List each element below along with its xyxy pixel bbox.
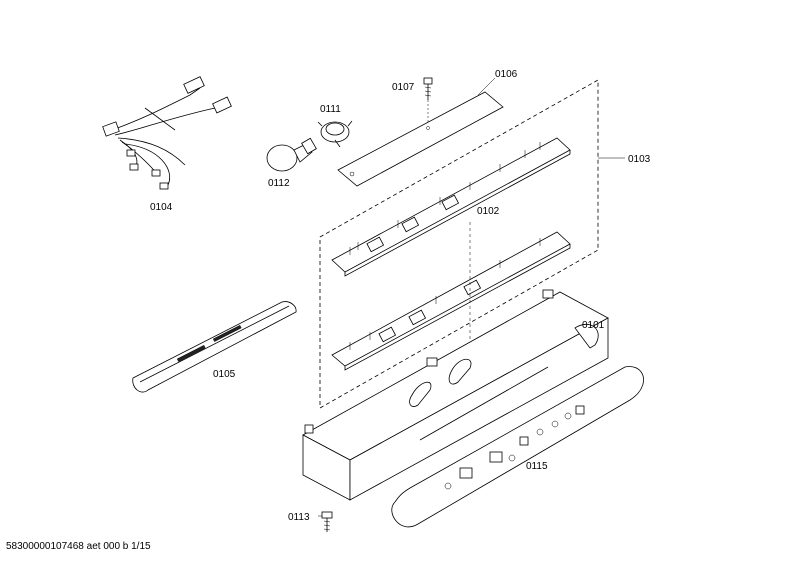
part-0101-housing (302, 289, 609, 501)
part-0104-wire-harness (102, 76, 232, 190)
callout-0115: 0115 (526, 461, 548, 472)
callout-0101: 0101 (582, 320, 605, 331)
part-0102-lower-board (331, 231, 571, 371)
part-0105-channel (132, 301, 297, 393)
part-0112-bulb (266, 137, 317, 172)
callout-0113: 0113 (288, 512, 310, 523)
part-0113-screw (318, 511, 333, 532)
callout-0112: 0112 (268, 178, 290, 189)
callout-0102: 0102 (477, 206, 500, 217)
part-0106-cover-plate (337, 77, 504, 187)
part-0107-screw (423, 77, 433, 126)
callout-0105: 0105 (213, 369, 236, 380)
callout-0111: 0111 (320, 104, 341, 115)
drawing-reference-footer: 58300000107468 aet 000 b 1/15 (6, 541, 151, 552)
part-0115-front-panel (391, 366, 644, 528)
part-0102-upper-board (331, 137, 571, 277)
callout-0107: 0107 (392, 82, 415, 93)
callout-0106: 0106 (495, 69, 518, 80)
part-0111-socket (317, 120, 353, 148)
callout-0103: 0103 (628, 154, 651, 165)
callout-0104: 0104 (150, 202, 173, 213)
assembly-0103-boundary (319, 79, 599, 409)
